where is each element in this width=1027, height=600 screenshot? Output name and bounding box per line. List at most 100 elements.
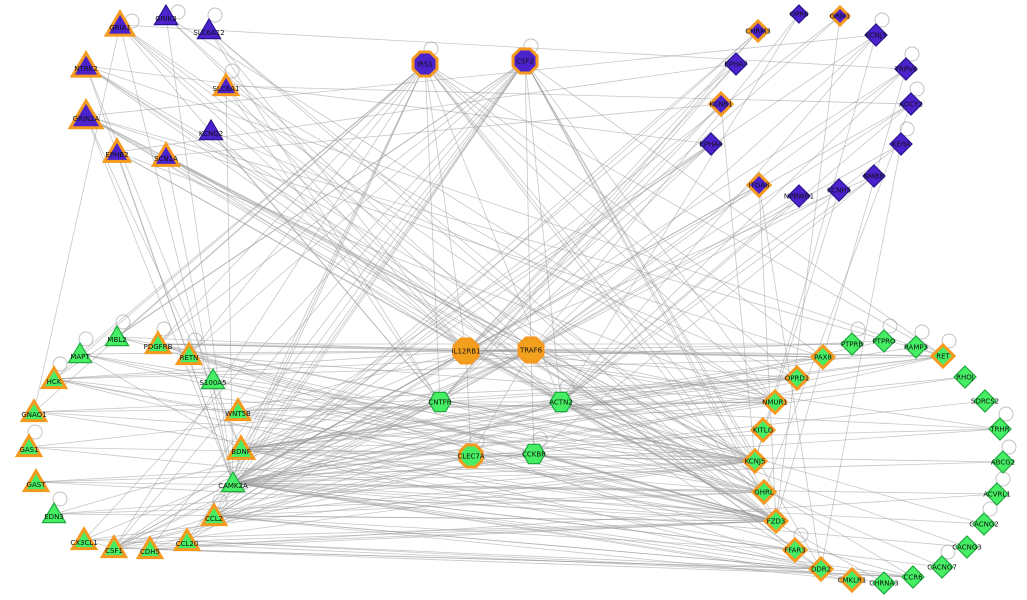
self-loop-PTPRO	[882, 318, 898, 334]
node-SLC6A12[interactable]: SLC6A12	[193, 17, 225, 40]
node-EDN3[interactable]: EDN3	[41, 501, 67, 524]
edge-CAMK2A-OPRD1	[232, 377, 798, 484]
node-shape-diamond	[809, 343, 837, 371]
node-CLEC7A[interactable]: CLEC7A	[457, 443, 485, 469]
node-shape-diamond	[741, 447, 769, 475]
node-NPBWR1[interactable]: NPBWR1	[784, 184, 814, 208]
node-IRS1[interactable]: IRS1	[411, 50, 439, 78]
node-KCNJ3[interactable]: KCNJ3	[864, 23, 888, 47]
node-FFAR3[interactable]: FFAR3	[781, 536, 809, 564]
node-PAX8[interactable]: PAX8	[809, 343, 837, 371]
node-GRIN2A[interactable]: GRIN2A	[67, 98, 105, 130]
node-GRIA1[interactable]: GRIA1	[103, 9, 137, 37]
node-TRHR[interactable]: TRHR	[988, 417, 1012, 441]
edge-KCNJ3-TRAF6	[530, 34, 877, 351]
node-NTRK2[interactable]: NTRK2	[69, 50, 103, 78]
node-CMKLR1[interactable]: CMKLR1	[838, 566, 867, 594]
node-KERA[interactable]: KERA	[889, 132, 913, 156]
node-SORCS2[interactable]: SORCS2	[971, 389, 999, 413]
node-RET[interactable]: RET	[929, 342, 957, 370]
node-CSF1[interactable]: CSF1	[99, 534, 129, 559]
node-EPHB2[interactable]: EPHB2	[101, 137, 133, 163]
node-ACVRL1[interactable]: ACVRL1	[983, 482, 1011, 506]
node-CSF2[interactable]: CSF2	[511, 47, 539, 75]
node-KCNQ2[interactable]: KCNQ2	[198, 118, 224, 141]
node-CACNG2[interactable]: CACNG2	[969, 512, 999, 536]
node-GAST[interactable]: GAST	[21, 468, 51, 493]
edge-GRIN2A-KCNJ3	[85, 34, 877, 117]
node-KITLG[interactable]: KITLG	[749, 416, 777, 444]
node-ITGA8[interactable]: ITGA8	[745, 171, 773, 199]
node-ABCG2[interactable]: ABCG2	[991, 450, 1015, 474]
node-NMBR[interactable]: NMBR	[862, 164, 886, 188]
node-MAPT[interactable]: MAPT	[67, 341, 93, 364]
edge-CNTFR-BDNF	[240, 401, 441, 450]
node-shape-diamond	[787, 184, 811, 208]
node-WNT5B[interactable]: WNT5B	[223, 397, 253, 422]
node-shape-diamond	[750, 478, 778, 506]
edge-CAMK2A-ACVRL1	[232, 482, 998, 495]
node-shape-octagon	[452, 337, 480, 365]
node-CX3CL1[interactable]: CX3CL1	[69, 526, 99, 551]
node-RAMP3[interactable]: RAMP3	[904, 335, 928, 359]
node-ADCY2[interactable]: ADCY2	[899, 92, 923, 116]
node-EPHA4[interactable]: EPHA4	[699, 132, 723, 156]
node-EPHA7[interactable]: EPHA7	[724, 52, 748, 76]
node-MBL2[interactable]: MBL2	[104, 324, 130, 347]
node-CCL20[interactable]: CCL20	[172, 527, 202, 552]
node-PTPRO[interactable]: PTPRO	[872, 329, 896, 353]
node-GPR6[interactable]: GPR6	[789, 4, 810, 24]
node-GNAO1[interactable]: GNAO1	[19, 398, 49, 423]
node-CNTFR[interactable]: CNTFR	[428, 391, 452, 413]
node-S100A5[interactable]: S100A5	[199, 367, 227, 390]
node-BDNF[interactable]: BDNF	[225, 434, 257, 460]
node-GHRL[interactable]: GHRL	[750, 478, 778, 506]
node-shape-hexagon	[428, 391, 452, 413]
node-PTPRB[interactable]: PTPRB	[840, 332, 864, 356]
node-RETN[interactable]: RETN	[174, 341, 204, 366]
node-SLC6A1[interactable]: SLC6A1	[211, 72, 241, 97]
node-shape-diamond	[862, 164, 886, 188]
edge-CSF2-FZD3	[524, 60, 777, 522]
edge-NPBWR1-ACTN2	[560, 195, 800, 403]
self-loop-HCK	[52, 356, 68, 372]
node-RHOJ[interactable]: RHOJ	[953, 365, 977, 389]
node-GRM1[interactable]: GRM1	[828, 4, 852, 28]
node-TRPV6[interactable]: TRPV6	[894, 57, 918, 81]
node-CHRM3[interactable]: CHRM3	[745, 18, 771, 44]
node-FZD3[interactable]: FZD3	[762, 507, 790, 535]
edge-BDNF-ABCG2	[240, 448, 1004, 463]
node-DDR2[interactable]: DDR2	[807, 555, 835, 583]
node-KCNB1[interactable]: KCNB1	[707, 90, 735, 118]
node-TRAF6[interactable]: TRAF6	[517, 336, 545, 364]
edge-KCNJ3-ACTN2	[560, 34, 877, 403]
node-ACTN2[interactable]: ACTN2	[549, 391, 573, 413]
node-CACNG7[interactable]: CACNG7	[927, 555, 957, 579]
edge-CCKBR-GHRL	[533, 453, 765, 493]
edge-CSF2-TRAF6	[524, 60, 532, 351]
node-IL12RB1[interactable]: IL12RB1	[452, 337, 481, 365]
node-CHRNA3[interactable]: CHRNA3	[869, 571, 899, 595]
node-PDGFRB[interactable]: PDGFRB	[144, 330, 173, 355]
self-loop-CCL2	[212, 493, 228, 509]
node-CCKBR[interactable]: CCKBR	[522, 443, 546, 465]
node-CDH5[interactable]: CDH5	[135, 535, 165, 560]
edge-EPHB2-CAMK2A	[116, 151, 234, 484]
node-KCNJ5[interactable]: KCNJ5	[741, 447, 769, 475]
node-CACNG3[interactable]: CACNG3	[952, 535, 982, 559]
self-loop-ABCG2	[1001, 439, 1017, 455]
node-NMUR1[interactable]: NMUR1	[761, 388, 789, 416]
node-CAMK2A[interactable]: CAMK2A	[218, 470, 248, 493]
node-KCNH5[interactable]: KCNH5	[827, 178, 851, 202]
edge-KCNB1-KCNJ5	[720, 103, 756, 462]
node-HCK[interactable]: HCK	[39, 365, 69, 390]
node-GRIK3[interactable]: GRIK3	[153, 3, 179, 26]
node-CCL2[interactable]: CCL2	[199, 502, 229, 527]
node-CCR6[interactable]: CCR6	[901, 565, 925, 589]
edge-CSF1-FZD3	[113, 520, 777, 549]
node-SCN1A[interactable]: SCN1A	[150, 141, 182, 167]
node-OPRD1[interactable]: OPRD1	[783, 364, 811, 392]
node-GAS1[interactable]: GAS1	[14, 433, 44, 458]
edge-IRS1-KCNJ5	[424, 63, 756, 462]
